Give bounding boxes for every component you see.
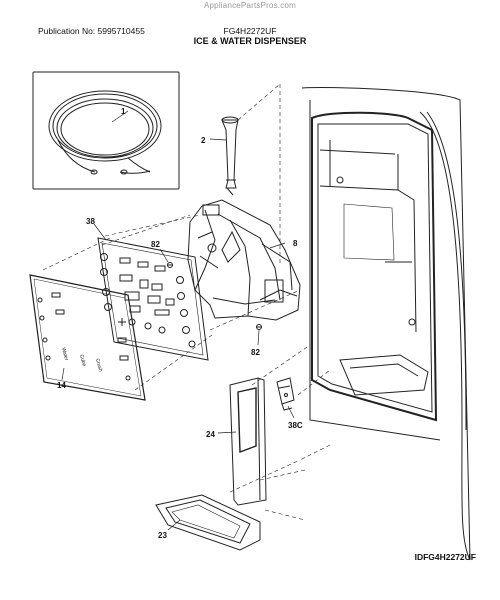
part-82-screw-top[interactable]: [167, 262, 173, 268]
panel-label-water: Water: [60, 347, 69, 362]
part-24-paddle[interactable]: [229, 377, 267, 506]
callout-23: 23: [158, 531, 167, 540]
callout-38c: 38C: [288, 421, 303, 430]
part-14-control-panel[interactable]: [29, 274, 146, 401]
part-38c-switch[interactable]: [276, 377, 295, 411]
diagram-id: IDFG4H2272UF: [414, 552, 476, 562]
callout-2: 2: [201, 136, 206, 145]
part-8-housing[interactable]: [187, 199, 301, 321]
callout-14: 14: [57, 381, 66, 390]
model-number: FG4H2272UF: [223, 26, 277, 36]
part-2-chute[interactable]: [221, 116, 239, 196]
publication-number: Publication No: 5995710455: [38, 26, 145, 36]
part-38-control-board[interactable]: [97, 237, 209, 361]
part-1-tubing[interactable]: [32, 71, 180, 190]
callout-82-bottom: 82: [251, 348, 260, 357]
callout-1: 1: [121, 107, 126, 116]
watermark: AppliancePartsPros.com: [204, 1, 296, 10]
callout-38: 38: [86, 217, 95, 226]
part-23-drip-tray[interactable]: [155, 494, 261, 551]
part-82-screw-bottom[interactable]: [256, 324, 262, 330]
callout-82-top: 82: [151, 240, 160, 249]
door-cavity: [301, 87, 471, 561]
panel-label-cube: Cube: [78, 354, 87, 367]
page-title: ICE & WATER DISPENSER: [193, 36, 307, 46]
callout-8: 8: [293, 239, 298, 248]
callout-24: 24: [206, 430, 215, 439]
panel-label-crush: Crush: [94, 358, 103, 373]
